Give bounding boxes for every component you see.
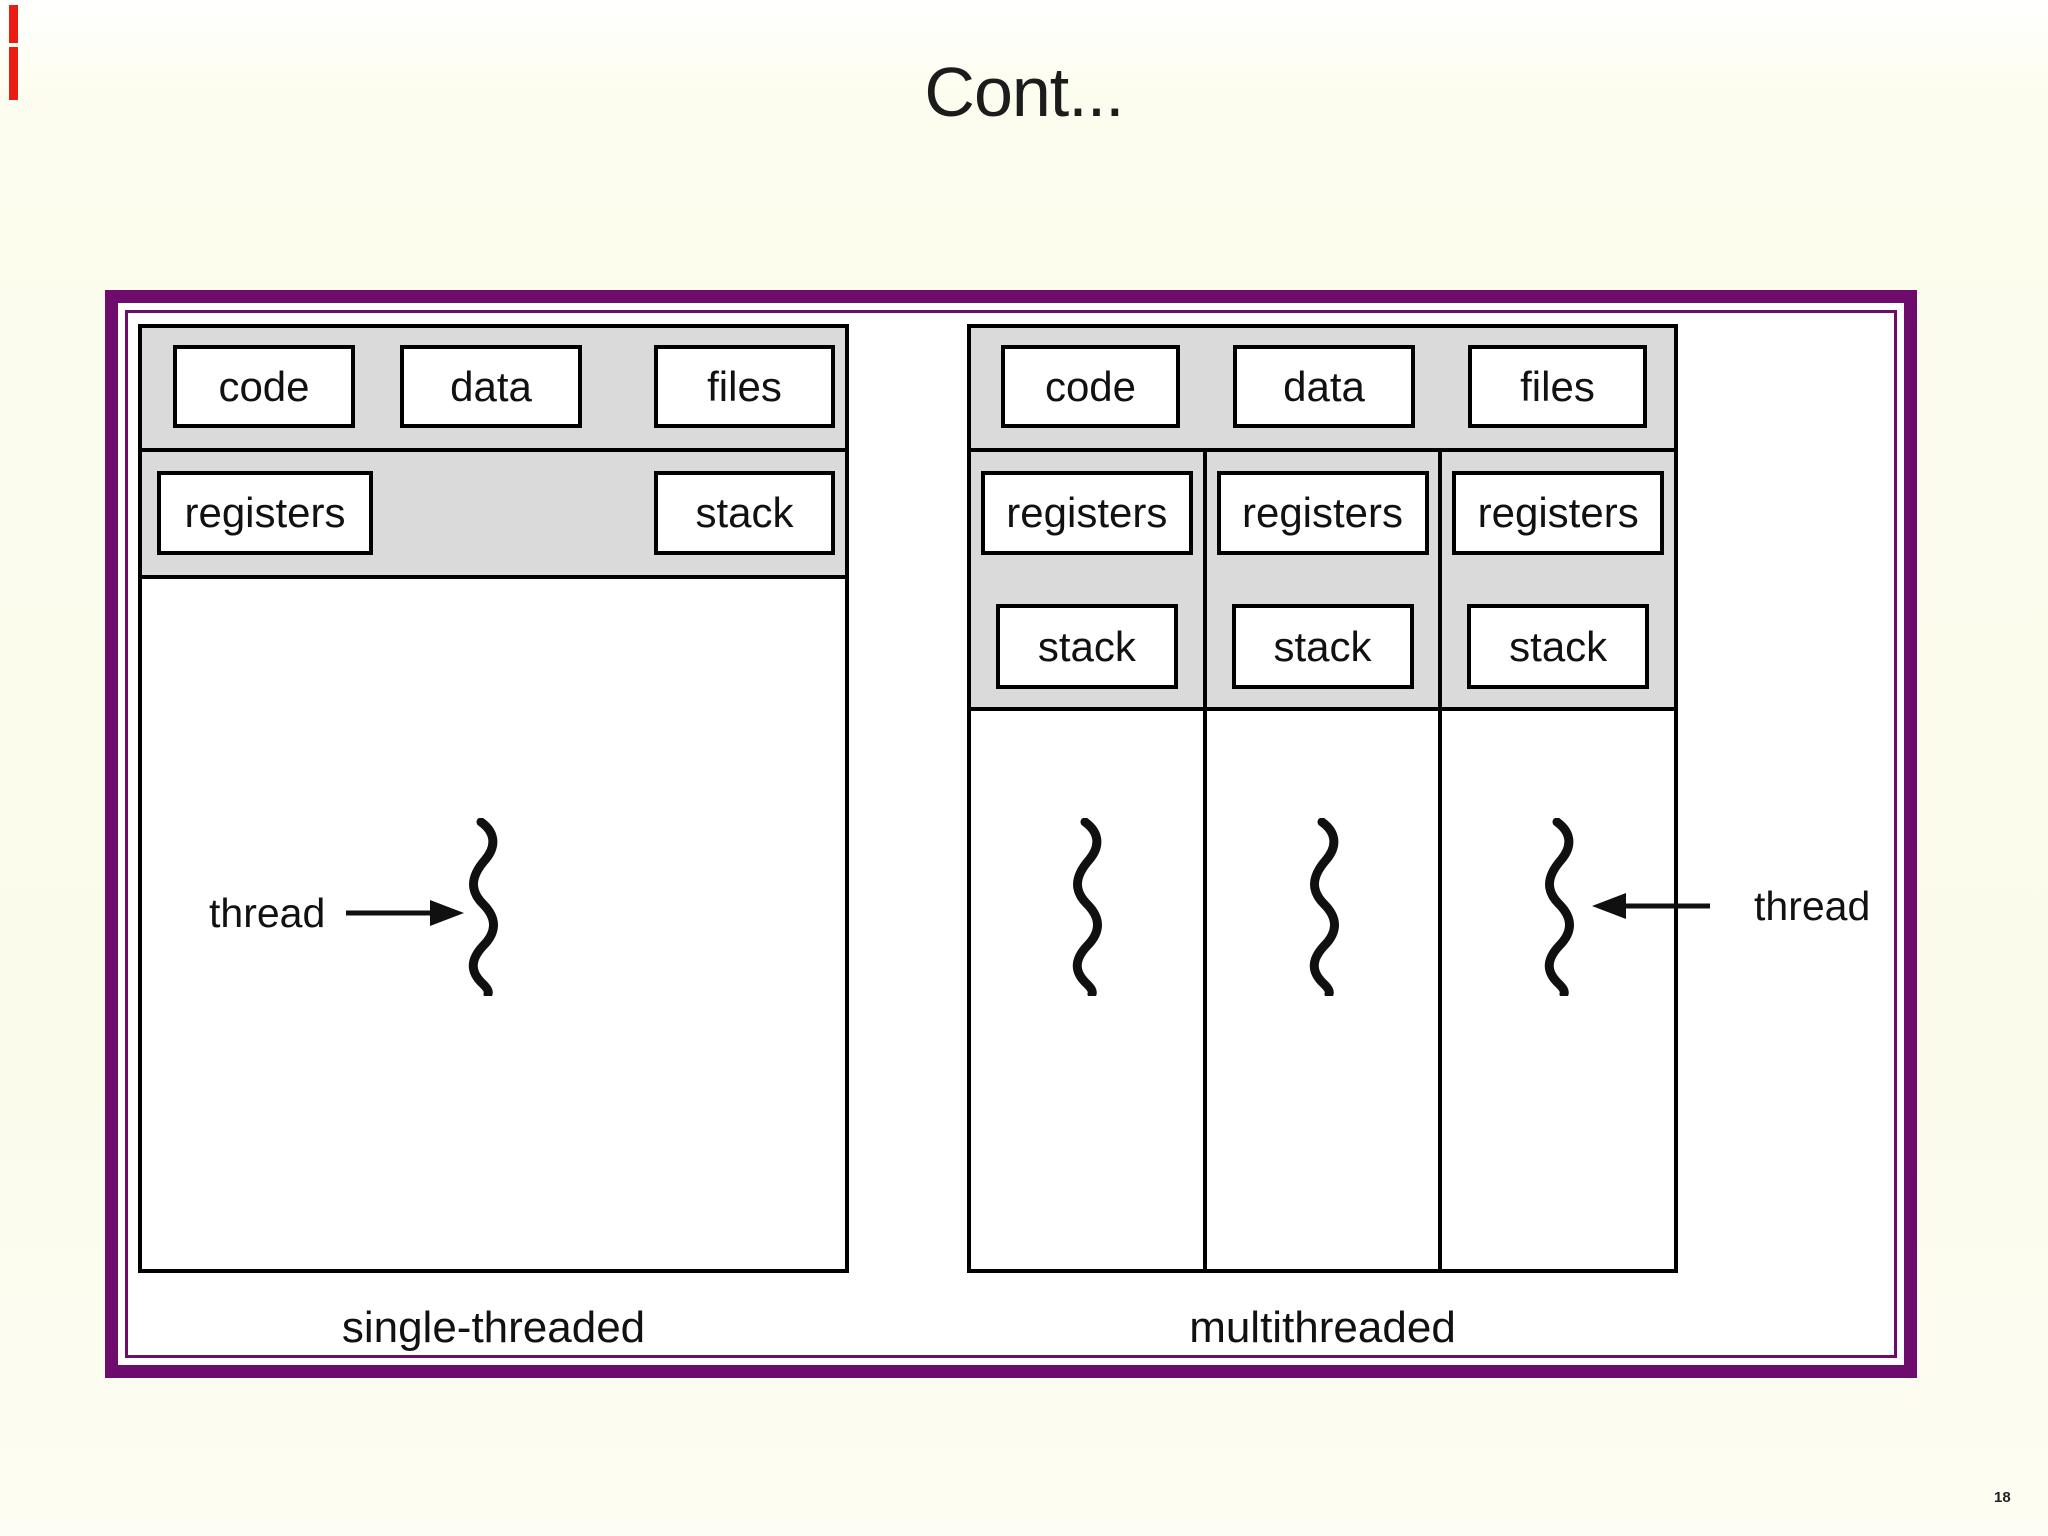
col3-stack-box: stack [1467,604,1650,689]
thread-label-left: thread [209,890,326,936]
thread-squiggle-icon [468,818,498,996]
col2-stack-box: stack [1231,604,1414,689]
caption-multithreaded: multithreaded [1189,1303,1456,1352]
single-code-box: code [173,345,355,428]
red-accent-bar-top [9,5,18,43]
multi-code-box: code [1001,345,1180,428]
caption-single-threaded: single-threaded [341,1303,646,1352]
multi-data-box: data [1233,345,1415,428]
thread-columns: registers stack registers stack register… [971,452,1675,1269]
single-top-section: code data files [142,328,845,452]
thread-squiggle-icon [1309,818,1339,996]
single-data-box: data [400,345,582,428]
thread-column-1: registers stack [971,452,1203,1269]
arrow-left-icon [1592,893,1710,919]
thread-label-right: thread [1754,883,1871,929]
single-stack-box: stack [654,471,835,555]
col2-registers-box: registers [1216,471,1429,555]
multi-top-section: code data files [971,328,1674,452]
multithreaded-process-box: code data files registers stack register… [967,324,1678,1273]
single-registers-box: registers [157,471,373,555]
single-mid-section: registers stack [142,452,845,579]
page-number: 18 [1994,1489,2011,1506]
arrow-right-icon [346,900,464,926]
col3-registers-box: registers [1452,471,1665,555]
col1-stack-box: stack [995,604,1178,689]
thread-squiggle-icon [1072,818,1102,996]
slide-title: Cont... [924,53,1124,131]
single-threaded-process-box: code data files registers stack [138,324,849,1273]
red-accent-bar-bottom [9,47,18,100]
col1-registers-box: registers [980,471,1193,555]
multi-files-box: files [1468,345,1647,428]
thread-squiggle-icon [1544,818,1574,996]
single-files-box: files [654,345,835,428]
